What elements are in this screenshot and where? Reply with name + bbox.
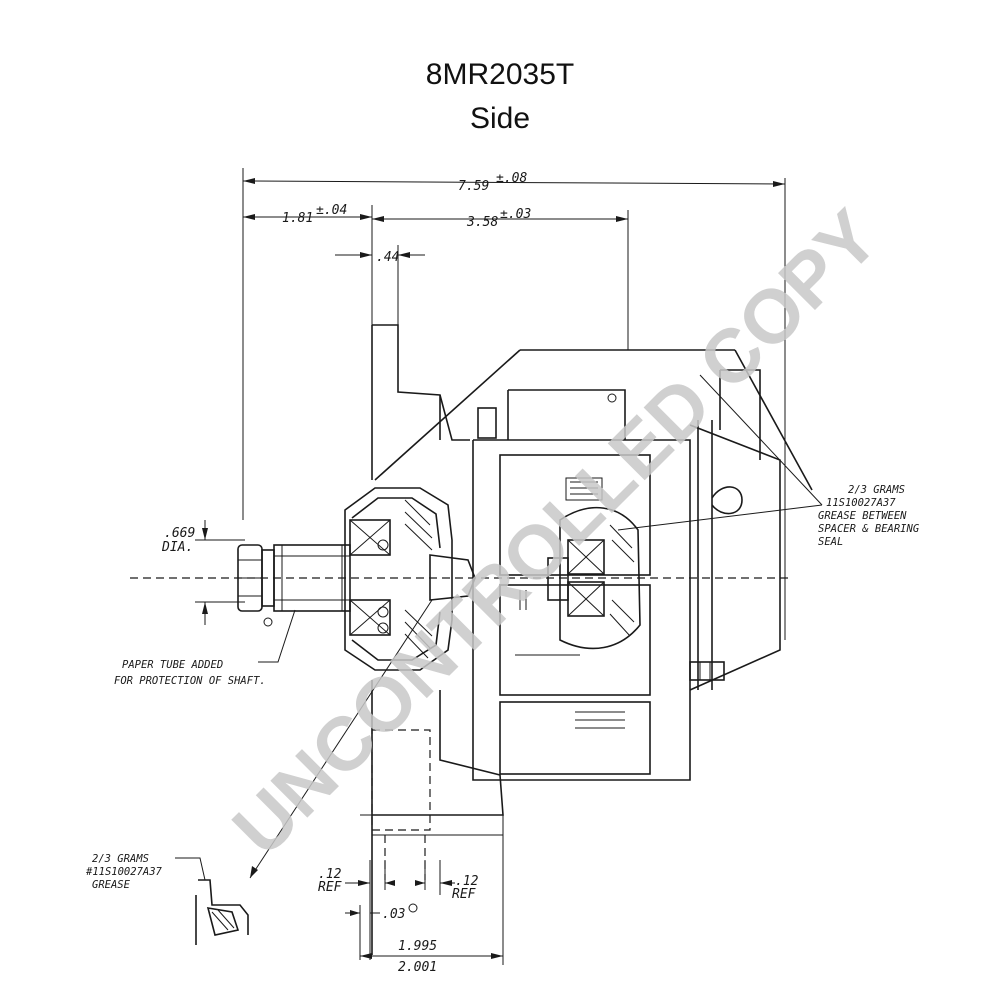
- grease-note-right-line2: 11S10027A37: [826, 497, 896, 509]
- dimension-lines: [195, 168, 786, 965]
- front-to-mount-label: 1.81: [282, 211, 313, 226]
- grease-note-left-line2: #11S10027A37: [85, 866, 163, 878]
- mount-span-bottom: 2.001: [398, 960, 437, 975]
- front-housing-section: [344, 487, 476, 671]
- grease-note-left-line1: 2/3 GRAMS: [92, 853, 149, 865]
- mounting-flange: [360, 324, 504, 955]
- mount-to-rear-tol: ±.03: [500, 207, 531, 222]
- shaft-dia-unit: DIA.: [161, 540, 193, 555]
- grease-detail-view: [195, 879, 249, 945]
- paper-tube-note-line1: PAPER TUBE ADDED: [122, 659, 223, 671]
- flange-width-label: .44: [376, 250, 399, 265]
- ref-right-unit: REF: [452, 887, 477, 902]
- grease-note-right-line4: SPACER & BEARING: [818, 523, 920, 535]
- drawing-title: 8MR2035T: [425, 58, 575, 91]
- front-to-mount-tol: ±.04: [316, 203, 347, 218]
- shaft-assembly: [237, 544, 351, 627]
- overall-length-label: 7.59: [458, 179, 489, 194]
- grease-note-right-line1: 2/3 GRAMS: [848, 484, 905, 496]
- shaft-dia-value: .669: [164, 526, 195, 541]
- grease-note-left-line3: GREASE: [92, 879, 131, 891]
- overall-length-tol: ±.08: [496, 171, 527, 186]
- notes: 2/3 GRAMS 11S10027A37 GREASE BETWEEN SPA…: [85, 484, 920, 891]
- offset-label: .03: [382, 907, 405, 922]
- ref-left-value: .12: [318, 867, 342, 882]
- ref-left-unit: REF: [318, 880, 343, 895]
- dimension-labels: 7.59 ±.08 1.81 ±.04 3.58 ±.03 .44 .669 D…: [161, 171, 531, 975]
- leader-lines: [175, 374, 823, 881]
- rear-bearing-section: [515, 477, 641, 729]
- mount-span-top: 1.995: [398, 939, 437, 954]
- grease-note-right-line5: SEAL: [818, 536, 843, 548]
- uncontrolled-copy-watermark: UNCONTROLLED COPY: [217, 194, 895, 872]
- paper-tube-note-line2: FOR PROTECTION OF SHAFT.: [114, 675, 266, 687]
- drawing-subtitle: Side: [469, 102, 531, 135]
- grease-note-right-line3: GREASE BETWEEN: [818, 510, 907, 522]
- alternator-case: [374, 349, 813, 781]
- ref-right-value: .12: [455, 874, 479, 889]
- mount-to-rear-label: 3.58: [466, 215, 498, 230]
